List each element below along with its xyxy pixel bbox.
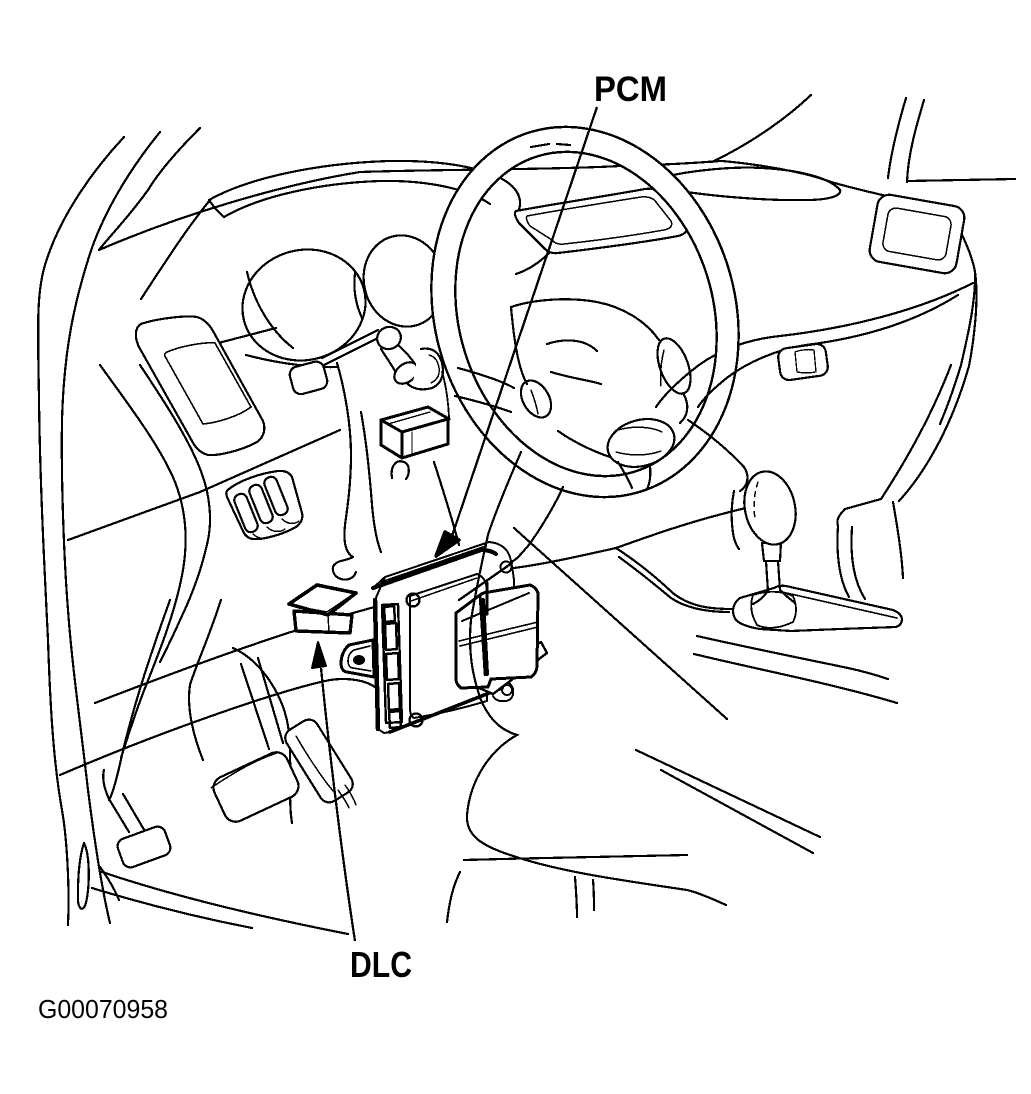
- svg-text:PCM: PCM: [594, 70, 667, 109]
- svg-text:DLC: DLC: [350, 944, 412, 985]
- svg-text:G00070958: G00070958: [38, 994, 168, 1024]
